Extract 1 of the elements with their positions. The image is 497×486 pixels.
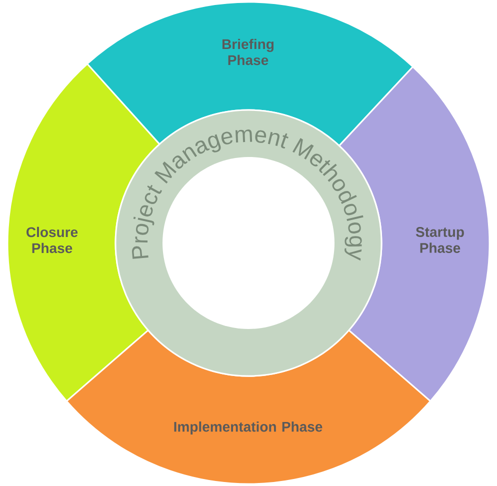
phase-segment: Implementation Phase: [66, 330, 432, 485]
